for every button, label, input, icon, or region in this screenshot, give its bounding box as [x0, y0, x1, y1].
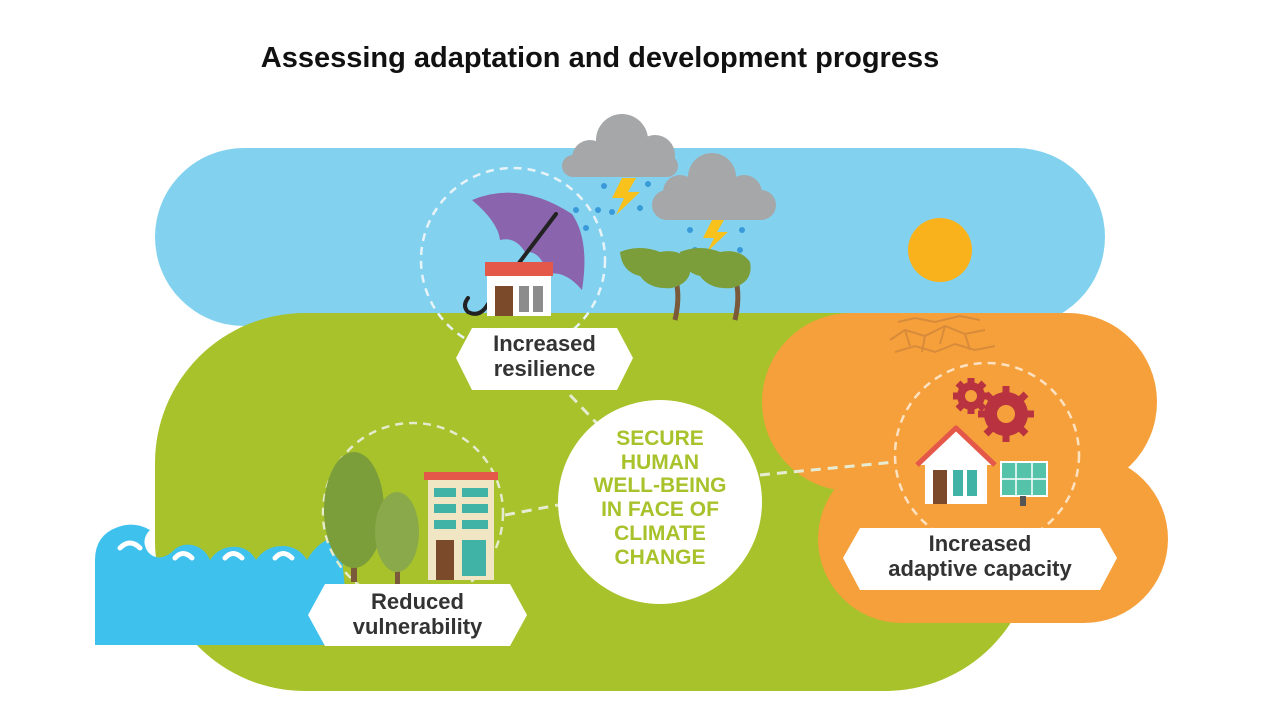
sun-icon	[908, 218, 972, 282]
capacity-label-line2: adaptive capacity	[888, 555, 1072, 581]
storm-cloud-icon	[652, 153, 776, 220]
capacity-label: Increased adaptive capacity	[843, 531, 1117, 581]
resilience-label-line1: Increased	[493, 331, 596, 356]
storm-cloud-icon	[562, 114, 678, 177]
house-icon	[915, 425, 997, 504]
center-line-1: SECURE	[616, 427, 704, 450]
umbrella-icon	[463, 192, 585, 316]
apartment-building-icon	[424, 472, 498, 580]
center-line-5: CLIMATE	[614, 521, 706, 545]
vulnerability-badge	[308, 584, 527, 646]
center-line-3: WELL-BEING	[593, 474, 727, 498]
page-title: Assessing adaptation and development pro…	[260, 42, 940, 74]
vulnerability-label-line1: Reduced	[371, 589, 464, 614]
capacity-badge	[843, 528, 1117, 590]
resilience-badge	[456, 328, 633, 390]
vulnerability-label: Reduced vulnerability	[308, 589, 527, 639]
capacity-label-line1: Increased	[928, 531, 1032, 556]
center-line-2: HUMAN	[620, 450, 700, 474]
solar-panel-icon	[1000, 461, 1048, 506]
lightning-icon	[703, 220, 728, 252]
lightning-icon	[612, 178, 640, 215]
center-line-6: CHANGE	[614, 545, 706, 569]
resilience-label: Increased resilience	[456, 331, 633, 381]
gear-hubs	[965, 390, 1015, 423]
tree-icon	[324, 452, 419, 585]
cracked-earth-icon	[889, 314, 996, 354]
wave-icon	[95, 524, 350, 645]
center-circle	[558, 400, 762, 604]
center-text: SECURE HUMAN WELL-BEING IN FACE OF CLIMA…	[568, 427, 752, 569]
sky-band	[155, 148, 1105, 326]
house-icon	[485, 262, 553, 316]
vulnerability-label-line2: vulnerability	[352, 613, 483, 639]
resilience-label-line2: resilience	[493, 355, 596, 381]
center-line-4: IN FACE OF	[601, 498, 719, 522]
windblown-tree-icon	[620, 248, 751, 321]
